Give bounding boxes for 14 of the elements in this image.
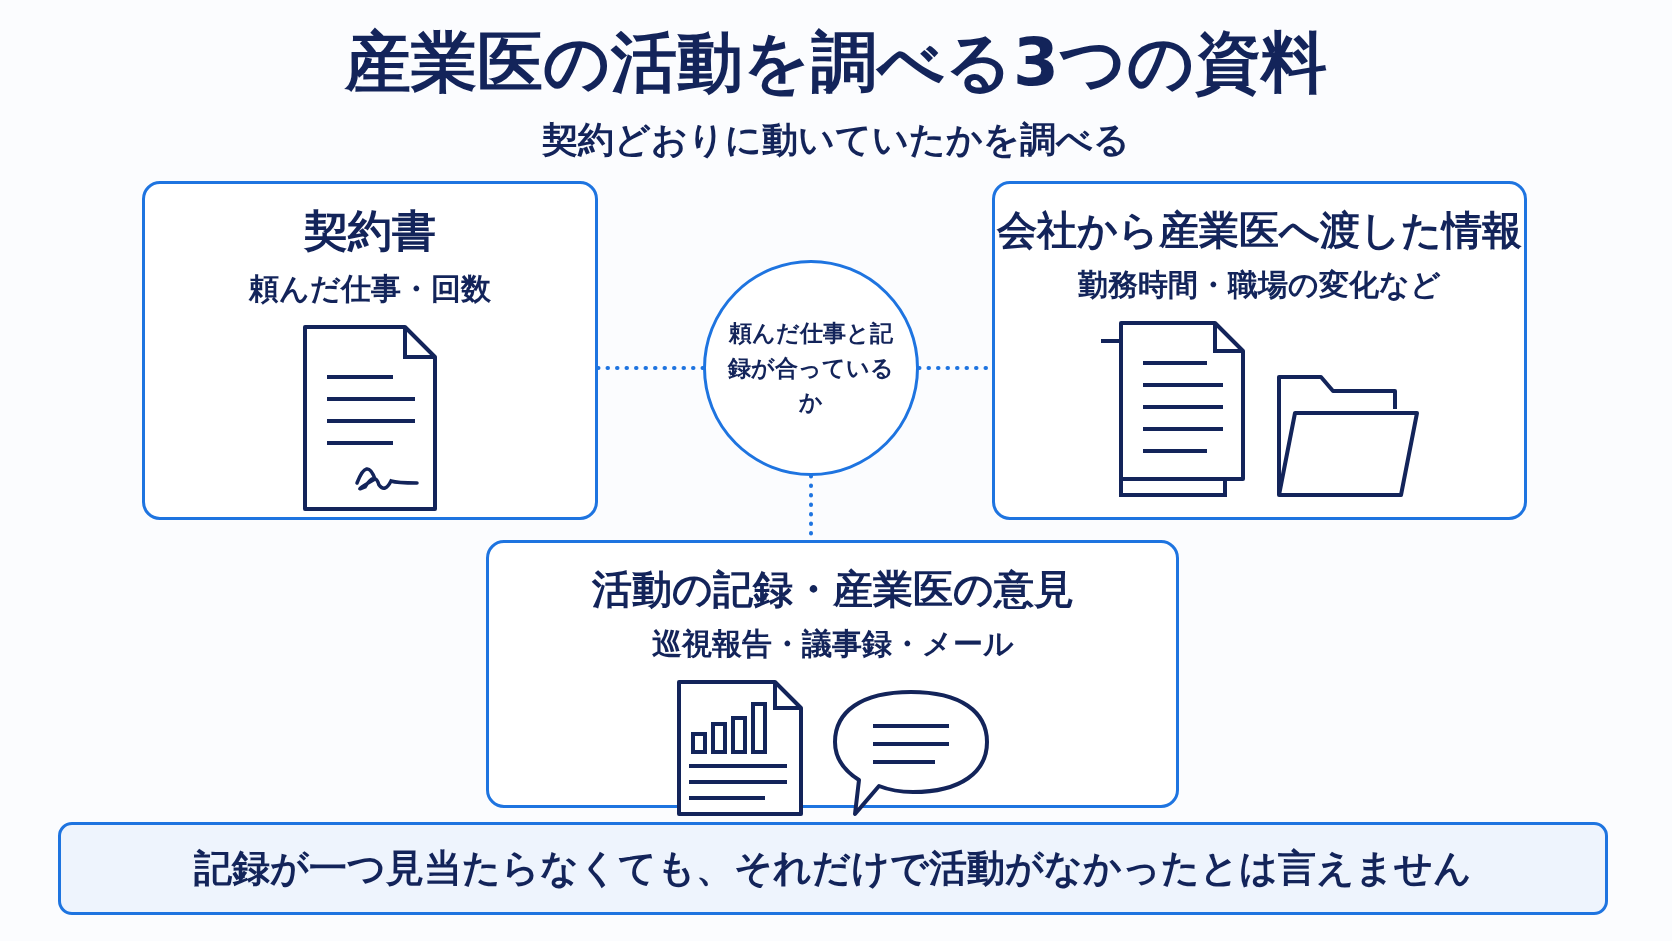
card-heading: 活動の記録・産業医の意見: [591, 565, 1074, 614]
card-subheading: 巡視報告・議事録・メール: [651, 625, 1014, 663]
info-card: [992, 181, 1527, 520]
note-banner: [58, 822, 1608, 915]
card-heading: 会社から産業医へ渡した情報: [997, 206, 1522, 255]
card-heading: 契約書: [304, 204, 436, 258]
card-subheading: 勤務時間・職場の変化など: [1078, 266, 1441, 304]
note-text: 記録が一つ見当たらなくても、それだけで活動がなかったとは言えません: [194, 845, 1472, 892]
info-card: [142, 181, 598, 520]
card-subheading: 頼んだ仕事・回数: [249, 270, 491, 308]
title: 産業医の活動を調べる3つの資料: [343, 23, 1328, 103]
circle-text: 頼んだ仕事と記録が合っているか: [728, 319, 894, 418]
subtitle: 契約どおりに動いていたかを調べる: [541, 118, 1131, 162]
dotted-connector: [596, 366, 705, 370]
